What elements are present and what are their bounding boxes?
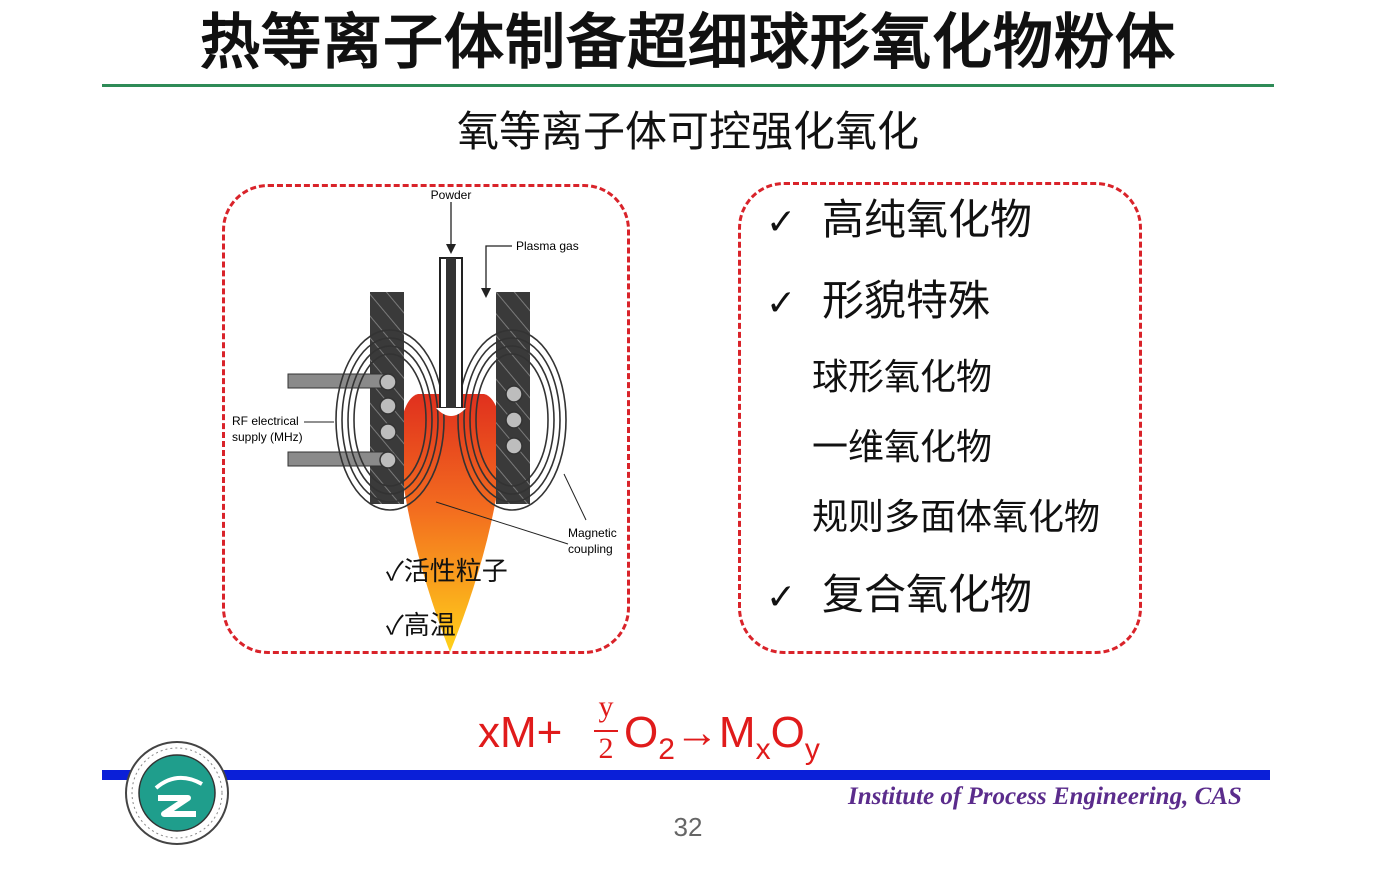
check-high-temperature: ✓高温	[386, 611, 456, 641]
coil-turns	[379, 373, 523, 469]
check-icon: ✓	[766, 283, 797, 324]
slide-title: 热等离子体制备超细球形氧化物粉体	[200, 8, 1176, 78]
oxygen-symbol: O	[624, 708, 659, 757]
subitem-polyhedral-oxide: 规则多面体氧化物	[812, 497, 1101, 538]
right-induction-coil	[457, 329, 567, 511]
footer-bar	[102, 770, 1270, 780]
institute-name: Institute of Process Engineering, CAS	[848, 783, 1242, 810]
check-icon: ✓	[766, 577, 797, 618]
feature-label: 高纯氧化物	[822, 195, 1033, 244]
feature-special-morphology: ✓ 形貌特殊	[766, 276, 990, 329]
reaction-arrow: →M	[674, 708, 756, 757]
institute-emblem-icon	[125, 741, 229, 845]
rf-supply-label-line1: RF electrical	[232, 414, 299, 428]
equation-denominator: 2	[598, 732, 614, 765]
oxygen-subscript: 2	[658, 733, 675, 766]
feature-label: 复合氧化物	[822, 570, 1033, 619]
plasma-flame	[398, 394, 504, 652]
oxidation-equation: xM+ y 2 O2→MxOy	[478, 690, 868, 780]
powder-probe-core	[446, 258, 456, 408]
product-oxygen-symbol: O	[770, 708, 805, 757]
feature-high-purity: ✓ 高纯氧化物	[766, 195, 1032, 248]
check-active-particles: ✓活性粒子	[386, 557, 508, 587]
magnetic-coupling-label-line1: Magnetic	[568, 526, 617, 540]
diagram-panel	[222, 184, 630, 654]
magnetic-coupling-label-line2: coupling	[568, 542, 613, 556]
feature-composite-oxide: ✓ 复合氧化物	[766, 570, 1032, 623]
fraction-bar	[594, 730, 618, 732]
plasma-gas-label: Plasma gas	[516, 239, 579, 253]
equation-oxygen-part: O2→MxOy	[624, 708, 820, 766]
slide-subtitle: 氧等离子体可控强化氧化	[456, 107, 919, 156]
features-panel	[738, 182, 1142, 654]
page-number: 32	[673, 812, 703, 842]
title-divider	[102, 84, 1274, 87]
rf-supply-label-line2: supply (MHz)	[232, 430, 303, 444]
metal-subscript: x	[755, 733, 771, 766]
subitem-1d-oxide: 一维氧化物	[812, 427, 993, 468]
feature-label: 形貌特殊	[822, 276, 991, 325]
powder-label: Powder	[431, 188, 472, 202]
equation-numerator: y	[598, 690, 614, 723]
left-induction-coil	[335, 329, 445, 511]
equation-prefix: xM+	[478, 708, 563, 757]
subitem-spherical-oxide: 球形氧化物	[812, 357, 993, 398]
plasma-torch-diagram: Powder Plasma gas RF electrical supply (…	[232, 188, 617, 652]
probe-tip	[436, 408, 466, 416]
check-icon: ✓	[766, 202, 797, 243]
product-oxygen-subscript: y	[804, 733, 820, 766]
